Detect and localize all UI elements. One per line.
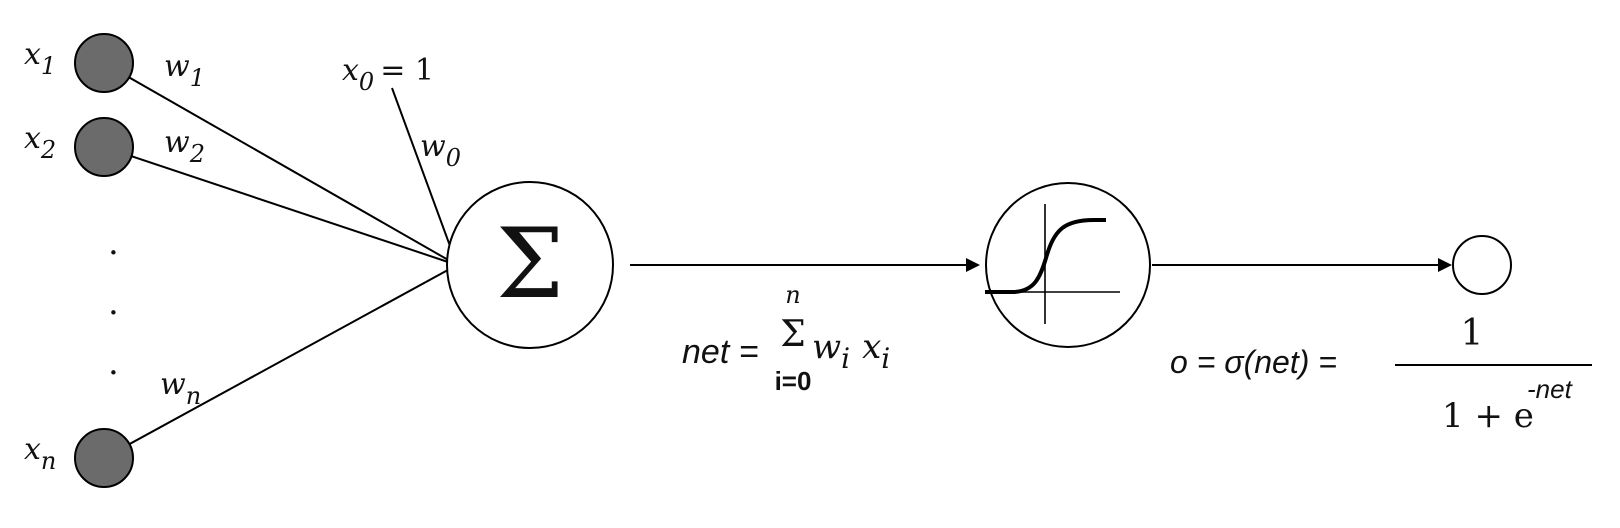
input-label-2: x2 xyxy=(24,121,56,164)
output-formula-exponent: -net xyxy=(1527,374,1574,404)
net-formula-upper: n xyxy=(785,281,800,309)
sigmoid-curve-icon xyxy=(985,204,1120,324)
output-formula-denominator: 1 + e xyxy=(1442,396,1534,436)
bias-label: x0= 1 xyxy=(342,53,434,96)
edge-xn-sum xyxy=(103,264,458,459)
ellipsis-dot-3: . xyxy=(108,343,119,383)
input-node-n xyxy=(74,428,134,488)
ellipsis-dot-1: . xyxy=(108,223,119,263)
input-node-1 xyxy=(74,33,134,93)
output-formula-numerator: 1 xyxy=(1461,313,1484,354)
edge-x1-sum xyxy=(103,62,458,266)
bias-weight-label: w0 xyxy=(420,129,461,172)
input-label-n: xn xyxy=(24,432,56,475)
input-node-2 xyxy=(74,117,134,177)
net-formula-lower: i=0 xyxy=(775,366,812,396)
edge-x2-sum xyxy=(103,146,458,266)
ellipsis-dot-2: . xyxy=(108,283,119,323)
summation-symbol: Σ xyxy=(496,208,564,320)
output-formula-lhs: o = σ(net) = xyxy=(1170,344,1337,380)
input-label-1: x1 xyxy=(24,37,56,80)
weight-label-2: w2 xyxy=(164,125,205,168)
weight-label-1: w1 xyxy=(164,49,205,92)
net-formula-sigma: Σ xyxy=(780,314,805,355)
activation-node xyxy=(985,182,1151,348)
edge-bias-sum xyxy=(391,87,458,266)
net-formula-lhs: net = xyxy=(682,333,759,371)
summation-node xyxy=(446,181,614,349)
output-node-icon xyxy=(1452,235,1512,295)
weight-label-n: wn xyxy=(160,367,201,410)
